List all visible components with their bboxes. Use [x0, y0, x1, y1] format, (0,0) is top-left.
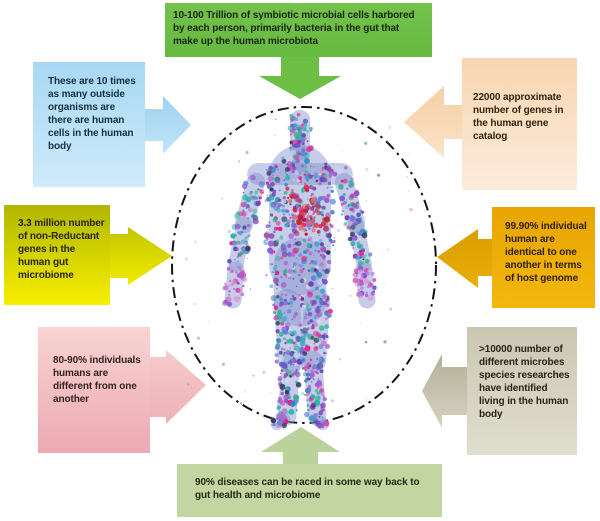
callout-bottom-left-text: 80-90% individuals humans are different … [53, 355, 141, 405]
arrow-left-icon [422, 354, 467, 428]
callout-bottom-right: >10000 number of different microbes spec… [467, 327, 577, 455]
arrow-right-icon [110, 227, 172, 285]
callout-bottom-text: 90% diseases can be raced in some way ba… [195, 477, 420, 501]
callout-mid-left-text: 3.3 million number of non-Reductant gene… [18, 218, 105, 281]
callout-mid-right-text: 99.90% individual human are identical to… [505, 221, 587, 284]
callout-top-text: 10-100 Trillion of symbiotic microbial c… [173, 10, 415, 47]
arrow-up-icon [261, 427, 340, 464]
callout-bottom-right-text: >10000 number of different microbes spec… [479, 344, 570, 420]
callout-mid-right: 99.90% individual human are identical to… [492, 207, 595, 308]
dashed-boundary-ellipse [171, 106, 437, 424]
human-body-figure [185, 109, 413, 431]
callout-bottom: 90% diseases can be raced in some way ba… [177, 464, 442, 517]
callout-mid-left: 3.3 million number of non-Reductant gene… [4, 205, 110, 305]
arrow-right-icon [145, 96, 191, 154]
arrow-right-icon [150, 350, 206, 424]
callout-top: 10-100 Trillion of symbiotic microbial c… [165, 3, 432, 57]
arrow-left-icon [437, 229, 492, 288]
callout-bottom-left: 80-90% individuals humans are different … [38, 327, 150, 453]
callout-top-left: These are 10 times as many outside organ… [33, 62, 145, 187]
callout-top-left-text: These are 10 times as many outside organ… [48, 76, 136, 152]
arrow-left-icon [404, 86, 462, 158]
arrow-down-icon [259, 57, 341, 99]
callout-top-right-text: 22000 approximate number of genes in the… [473, 92, 564, 142]
callout-top-right: 22000 approximate number of genes in the… [462, 58, 577, 190]
